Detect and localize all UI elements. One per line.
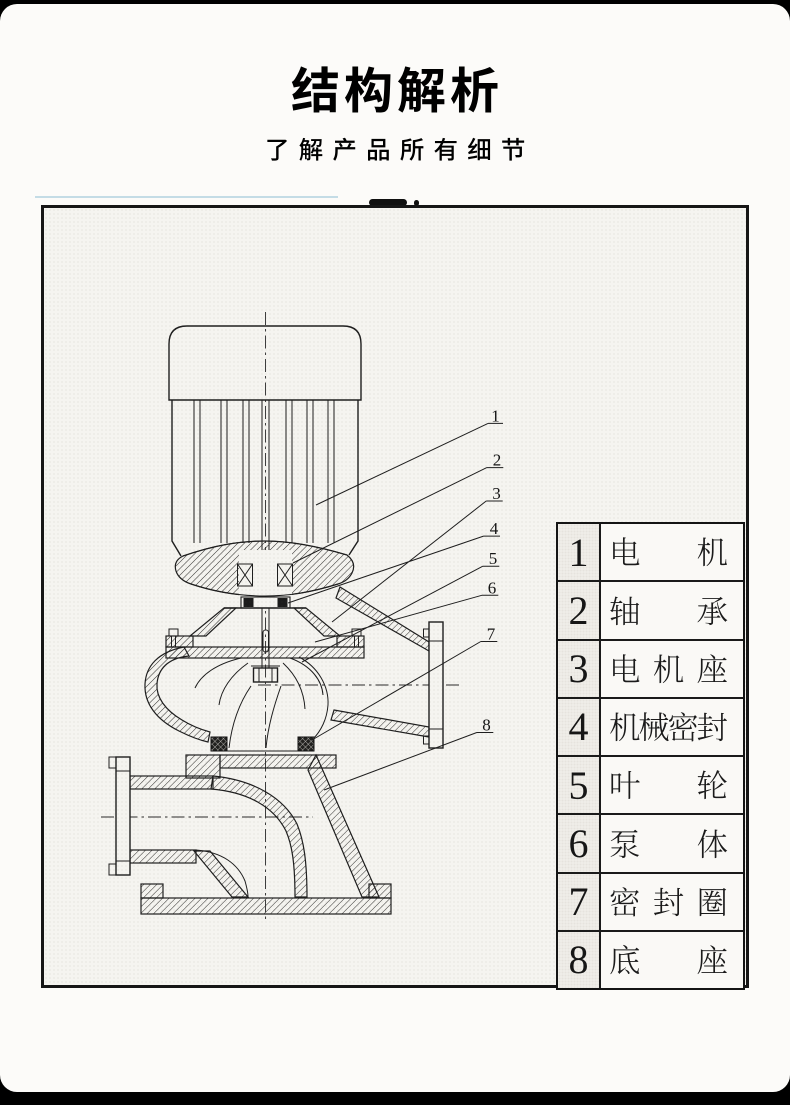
header-title-row (0, 65, 790, 114)
pump-base (140, 753, 392, 915)
legend-part-label (601, 524, 743, 580)
header-subtitle-row (0, 137, 790, 162)
pump-cross-section-drawing: 1 2 3 4 5 6 7 8 (101, 312, 504, 920)
legend-part-number: 4 (558, 698, 601, 755)
pump-volute-body (144, 586, 444, 749)
legend-part-number: 7 (558, 873, 601, 930)
callout-number-4: 4 (490, 519, 499, 538)
content-card: 1 2 3 4 5 6 7 8 1 2 3 4 5 6 7 8 (0, 4, 790, 1092)
callout-number-3: 3 (492, 484, 501, 503)
legend-part-label (601, 874, 743, 930)
legend-row: 7 (558, 871, 743, 930)
legend-row: 2 (558, 580, 743, 639)
legend-row: 1 (558, 524, 743, 581)
page-title (291, 65, 499, 114)
legend-row: 4 (558, 696, 743, 755)
legend-part-label (601, 641, 743, 697)
legend-part-number: 6 (558, 815, 601, 872)
legend-table: 1 2 3 4 5 6 7 8 (556, 522, 745, 990)
legend-part-number: 5 (558, 757, 601, 814)
legend-row: 3 (558, 638, 743, 697)
legend-part-number: 8 (558, 931, 601, 988)
legend-part-number: 3 (558, 640, 601, 697)
pump-centerlines (101, 312, 459, 920)
decor-blue-line (35, 196, 338, 198)
pump-bearing (237, 563, 293, 587)
legend-part-label (601, 757, 743, 813)
pump-motor-seat (165, 607, 365, 659)
callout-number-1: 1 (491, 406, 500, 425)
callout-number-6: 6 (488, 578, 497, 597)
callout-number-5: 5 (489, 549, 498, 568)
legend-row: 5 (558, 755, 743, 814)
diagram-panel: 1 2 3 4 5 6 7 8 1 2 3 4 5 6 7 8 (41, 205, 749, 990)
pump-impeller (194, 629, 324, 749)
legend-row: 8 (558, 929, 743, 988)
decor-divider-dot (413, 200, 419, 206)
legend-row: 6 (558, 813, 743, 872)
legend-part-label (601, 932, 743, 988)
legend-part-label (601, 582, 743, 638)
pump-mechanical-seal (240, 596, 291, 609)
legend-part-number: 2 (558, 582, 601, 639)
page-subtitle (265, 137, 525, 162)
callout-number-7: 7 (487, 625, 496, 644)
legend-part-number: 1 (558, 524, 601, 581)
pump-suction-elbow (108, 754, 337, 898)
callout-leader-lines (287, 422, 504, 791)
legend-part-label (601, 699, 743, 755)
callout-number-8: 8 (482, 716, 491, 735)
pump-seal-rings (210, 736, 315, 752)
callout-number-2: 2 (493, 451, 502, 470)
legend-part-label (601, 815, 743, 871)
decor-divider-dash (369, 199, 407, 206)
